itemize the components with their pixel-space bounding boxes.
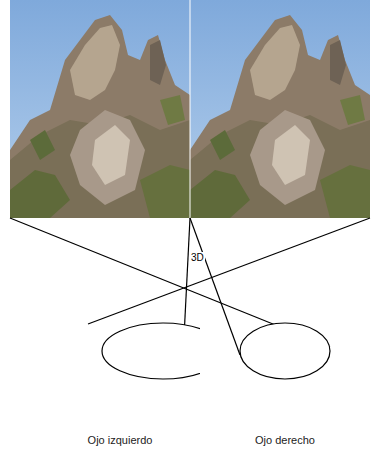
eye-ellipse <box>205 322 365 380</box>
eye-node: Ojo izquierdo <box>40 322 200 448</box>
eye-ellipse <box>40 322 200 380</box>
eye-label: Ojo derecho <box>255 434 315 446</box>
stereo-label: 3D <box>190 252 205 264</box>
eye-node: Ojo derecho <box>205 322 365 448</box>
eye-label: Ojo izquierdo <box>88 434 153 446</box>
